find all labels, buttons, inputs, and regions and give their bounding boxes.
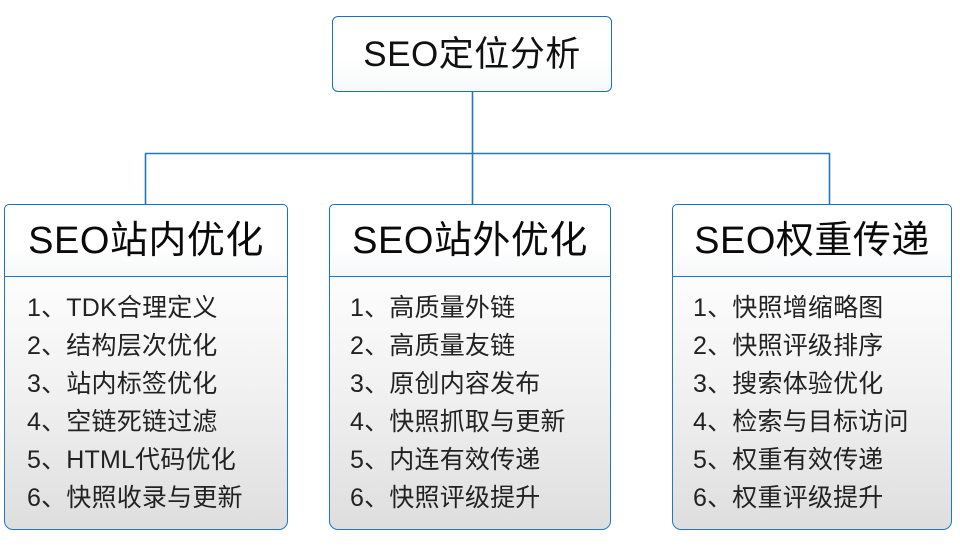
- list-item: 5、HTML代码优化: [27, 445, 236, 474]
- branch-header-2[interactable]: SEO站外优化: [329, 204, 611, 277]
- branch-column-1: SEO站内优化 1、TDK合理定义 2、结构层次优化 3、站内标签优化 4、空链…: [4, 204, 288, 530]
- root-node-label: SEO定位分析: [363, 34, 581, 74]
- branch-column-3: SEO权重传递 1、快照增缩略图 2、快照评级排序 3、搜索体验优化 4、检索与…: [672, 204, 952, 530]
- list-item: 6、快照收录与更新: [27, 483, 243, 512]
- branch-list-1: 1、TDK合理定义 2、结构层次优化 3、站内标签优化 4、空链死链过滤 5、H…: [4, 275, 288, 530]
- list-item: 3、原创内容发布: [350, 369, 541, 398]
- list-item: 1、快照增缩略图: [693, 293, 884, 322]
- branch-column-2: SEO站外优化 1、高质量外链 2、高质量友链 3、原创内容发布 4、快照抓取与…: [329, 204, 611, 530]
- list-item: 2、高质量友链: [350, 331, 516, 360]
- branch-header-label-2: SEO站外优化: [352, 219, 588, 262]
- branch-header-3[interactable]: SEO权重传递: [672, 204, 952, 277]
- branch-header-label-3: SEO权重传递: [694, 219, 930, 262]
- list-item: 5、内连有效传递: [350, 445, 541, 474]
- list-item: 1、TDK合理定义: [27, 293, 218, 322]
- list-item: 4、空链死链过滤: [27, 407, 218, 436]
- list-item: 2、结构层次优化: [27, 331, 218, 360]
- branch-header-1[interactable]: SEO站内优化: [4, 204, 288, 277]
- list-item: 6、权重评级提升: [693, 483, 884, 512]
- branch-header-label-1: SEO站内优化: [28, 219, 264, 262]
- root-node[interactable]: SEO定位分析: [332, 16, 612, 92]
- list-item: 5、权重有效传递: [693, 445, 884, 474]
- list-item: 3、搜索体验优化: [693, 369, 884, 398]
- branch-list-3: 1、快照增缩略图 2、快照评级排序 3、搜索体验优化 4、检索与目标访问 5、权…: [672, 275, 952, 530]
- list-item: 4、快照抓取与更新: [350, 407, 566, 436]
- list-item: 3、站内标签优化: [27, 369, 218, 398]
- list-item: 4、检索与目标访问: [693, 407, 909, 436]
- branch-list-2: 1、高质量外链 2、高质量友链 3、原创内容发布 4、快照抓取与更新 5、内连有…: [329, 275, 611, 530]
- list-item: 6、快照评级提升: [350, 483, 541, 512]
- list-item: 2、快照评级排序: [693, 331, 884, 360]
- list-item: 1、高质量外链: [350, 293, 516, 322]
